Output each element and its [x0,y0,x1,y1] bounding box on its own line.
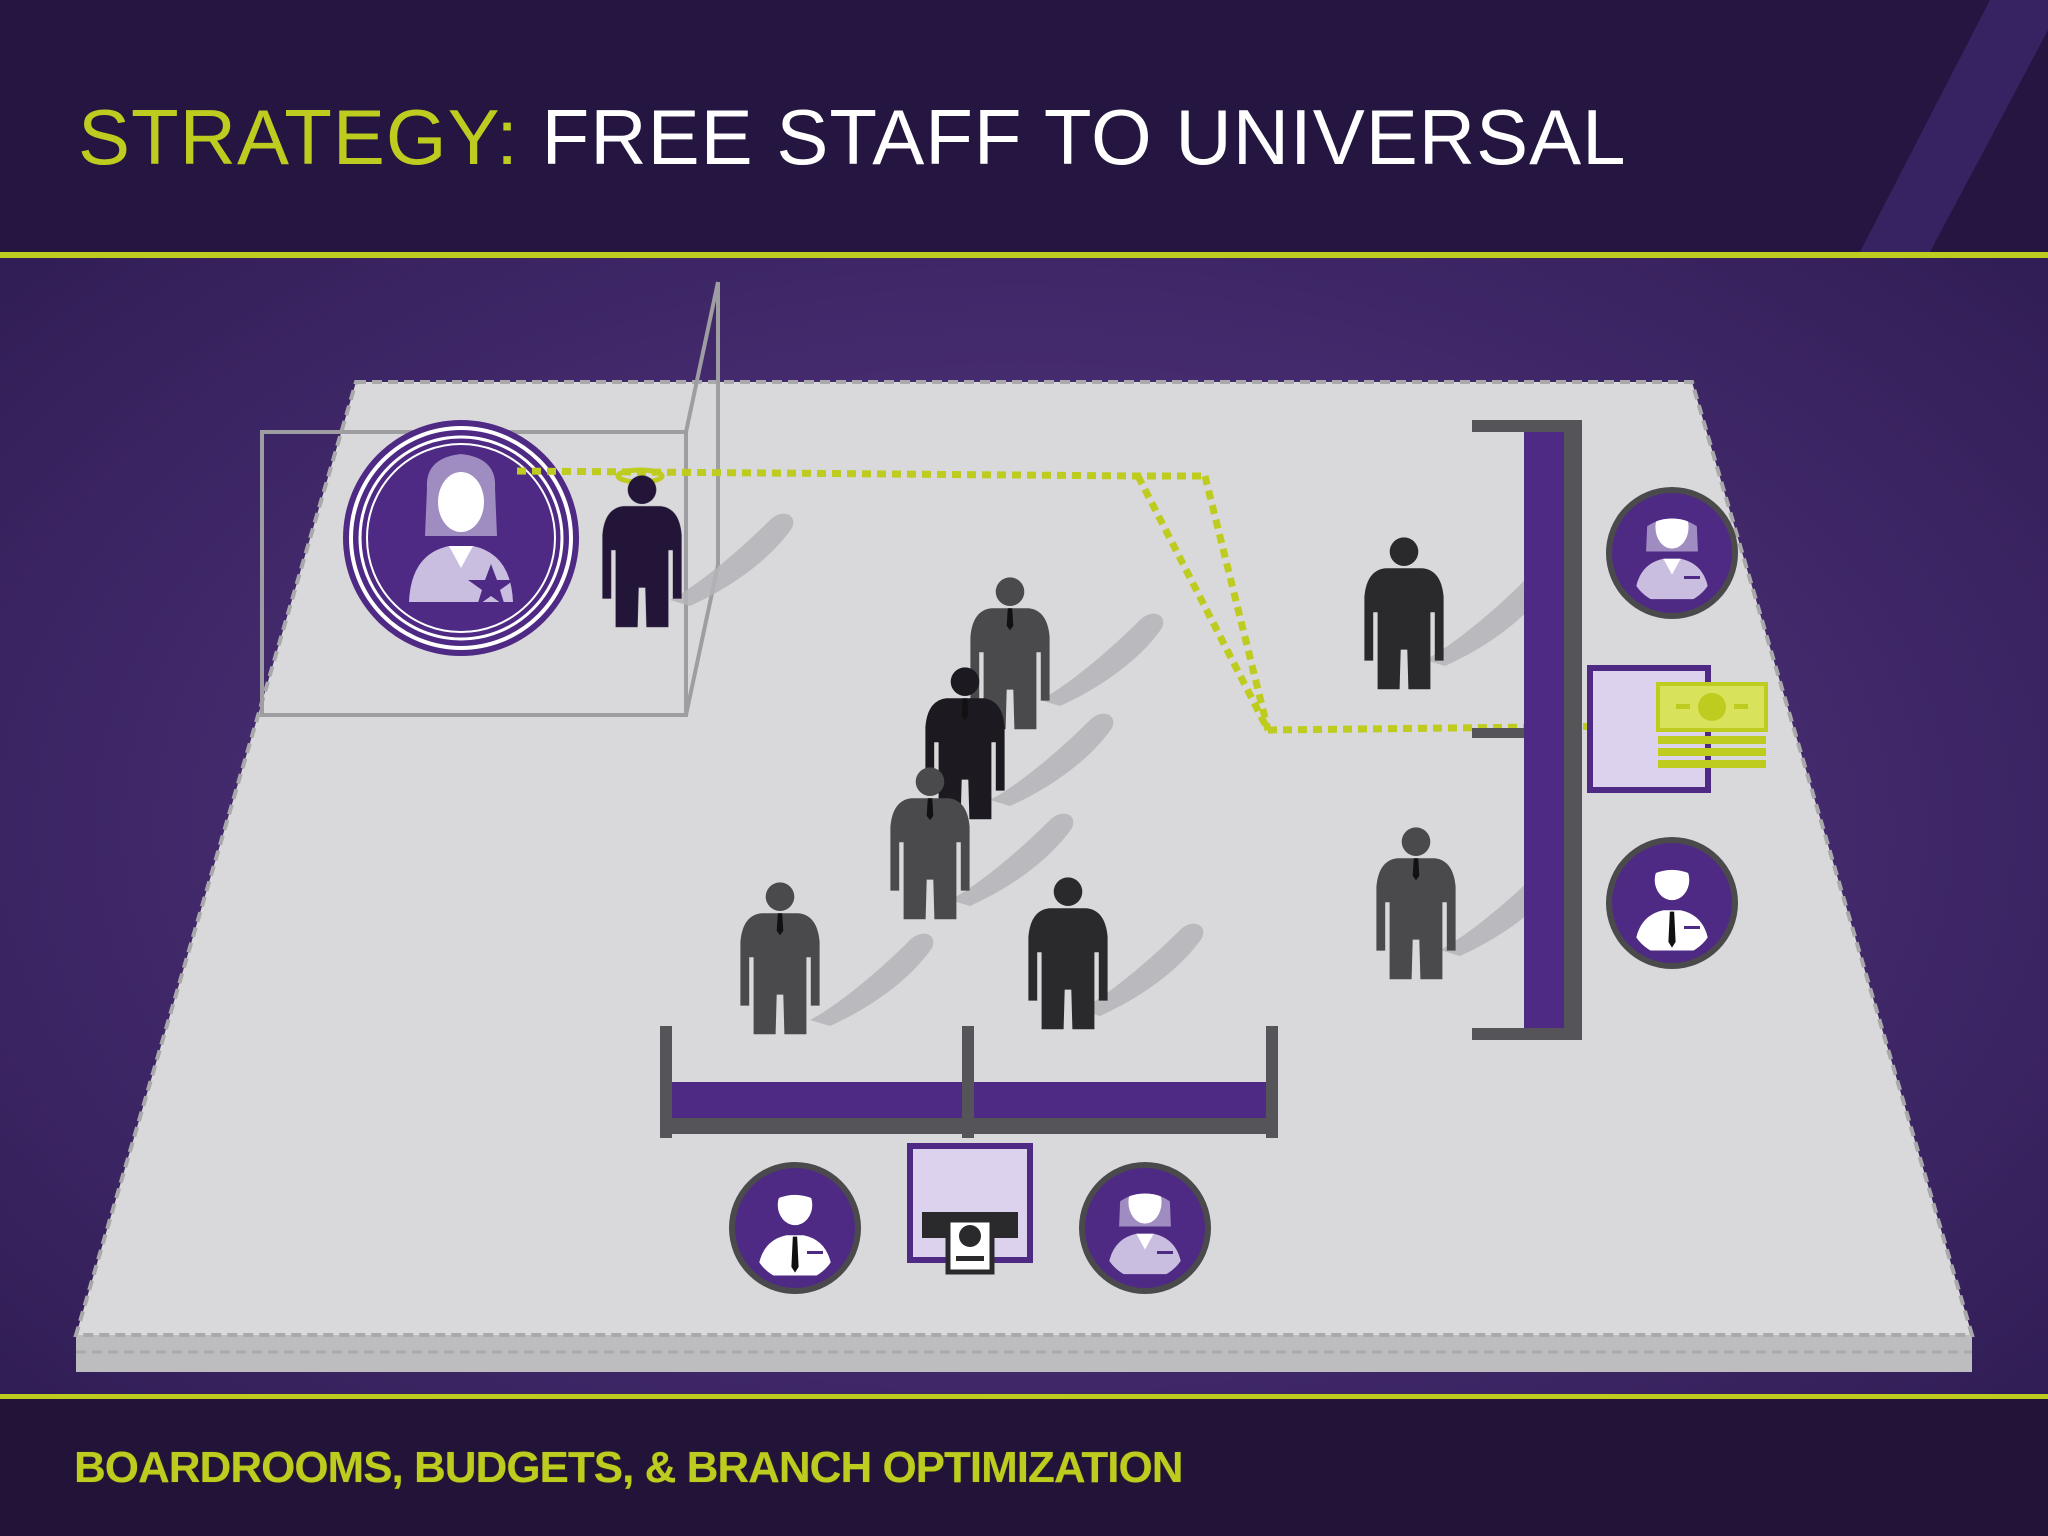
male-staff-icon [1606,837,1738,969]
cash-bills-icon [1656,682,1768,768]
featured-staff-medallion-icon [343,420,579,656]
footer-text: BOARDROOMS, BUDGETS, & BRANCH OPTIMIZATI… [74,1443,1183,1492]
footer-divider-line [0,1394,2048,1399]
header-corner-decoration [1860,0,2048,252]
slide-title-main: FREE STAFF TO UNIVERSAL [541,93,1627,181]
teller-counter-right [1472,420,1582,1040]
slide-title: STRATEGY: FREE STAFF TO UNIVERSAL [78,98,1627,176]
atm-machine-icon [907,1143,1033,1275]
slide-title-accent: STRATEGY: [78,93,519,181]
header-divider-line [0,252,2048,258]
footer-band [0,1399,2048,1536]
header-band [0,0,2048,252]
female-staff-icon [1079,1162,1211,1294]
male-staff-icon [729,1162,861,1294]
female-staff-icon [1606,487,1738,619]
teller-counter-bottom [660,1026,1278,1138]
